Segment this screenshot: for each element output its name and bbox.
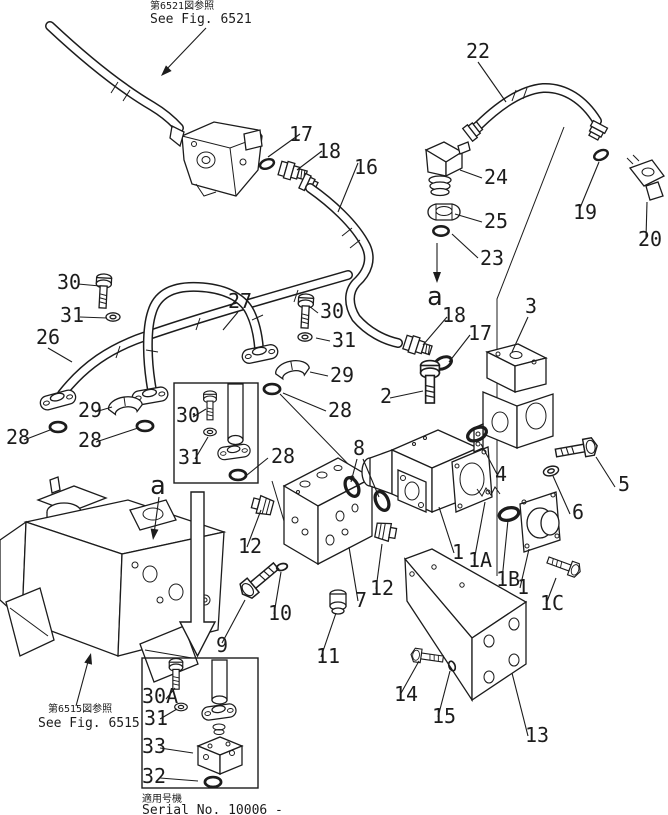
nut-25: [427, 203, 461, 221]
label-25: 25: [484, 209, 508, 233]
label-29-mid: 29: [330, 363, 354, 387]
label-11: 11: [316, 644, 340, 668]
label-6: 6: [572, 500, 584, 524]
block-33: [196, 736, 244, 775]
label-26: 26: [36, 325, 60, 349]
label-30-left: 30: [57, 270, 81, 294]
label-1C: 1C: [540, 591, 564, 615]
label-4: 4: [495, 462, 507, 486]
label-31-left: 31: [60, 303, 84, 327]
label-31-mid: 31: [332, 328, 356, 352]
reference-texts: 第6521図参照 See Fig. 6521 第6515図参照 See Fig.…: [38, 0, 283, 815]
label-14: 14: [394, 682, 418, 706]
hose-26: [38, 270, 353, 434]
letter-a-upper: a: [427, 282, 443, 312]
hose-16-and-fittings: [257, 156, 455, 374]
label-30-box: 30: [176, 403, 200, 427]
valve-block-3: [419, 343, 600, 479]
elbow-fitting-24: [424, 141, 471, 197]
label-8: 8: [353, 436, 365, 460]
manifold-block-7: [235, 457, 398, 615]
detail-pointer-arrow: [178, 491, 217, 658]
label-30-mid: 30: [320, 299, 344, 323]
swing-machinery-body: [0, 476, 227, 707]
label-12-left: 12: [238, 534, 262, 558]
label-12-right: 12: [370, 576, 394, 600]
hose-from-fig-6521: [45, 21, 207, 133]
elbow-fitting-20: [626, 154, 665, 201]
label-2: 2: [380, 384, 392, 408]
label-18-upper: 18: [317, 139, 341, 163]
leader-lines: [23, 61, 648, 782]
label-1B: 1B: [496, 567, 520, 591]
label-17-lower: 17: [468, 321, 492, 345]
label-1A: 1A: [468, 548, 492, 572]
serial-note-en: Serial No. 10006 -: [142, 803, 283, 815]
label-28-mid: 28: [328, 398, 352, 422]
label-24: 24: [484, 165, 508, 189]
label-3: 3: [525, 294, 537, 318]
label-16: 16: [354, 155, 378, 179]
label-5: 5: [618, 472, 630, 496]
swivel-motor-block: [169, 121, 263, 197]
label-23: 23: [480, 246, 504, 270]
plug-11: [329, 589, 347, 615]
clamp-detail-inset-box: [173, 382, 259, 484]
fig-6521-reference-jp: 第6521図参照: [150, 0, 214, 12]
label-20: 20: [638, 227, 662, 251]
pump-cover-1: [519, 491, 561, 553]
label-9: 9: [216, 633, 228, 657]
label-28-box: 28: [271, 444, 295, 468]
label-17-upper: 17: [289, 122, 313, 146]
label-31-bottom: 31: [144, 706, 168, 730]
label-32: 32: [142, 764, 166, 788]
label-15: 15: [432, 704, 456, 728]
label-28-far-left: 28: [6, 425, 30, 449]
label-7: 7: [355, 588, 367, 612]
bracket-13: [403, 548, 528, 703]
label-33: 33: [142, 734, 166, 758]
letter-a-lower: a: [150, 471, 166, 501]
label-1-pump: 1: [452, 540, 464, 564]
label-30A: 30A: [142, 684, 178, 708]
serial-note-jp: 適用号機: [142, 792, 182, 805]
label-28-left: 28: [78, 428, 102, 452]
pump-assembly-1: [361, 429, 584, 580]
hose-27: [94, 272, 315, 433]
label-18-lower: 18: [442, 303, 466, 327]
serial-detail-box: [141, 657, 259, 789]
fig-6515-reference-jp: 第6515図参照: [48, 702, 112, 715]
hose-22-assembly: [424, 82, 665, 283]
label-22: 22: [466, 39, 490, 63]
fig-6521-reference-en: See Fig. 6521: [150, 12, 252, 27]
label-29-left: 29: [78, 398, 102, 422]
label-1-cover: 1: [517, 575, 529, 599]
label-31-box: 31: [178, 445, 202, 469]
section-boundary-lines: [271, 126, 565, 576]
label-13: 13: [525, 723, 549, 747]
fig-6515-reference-en: See Fig. 6515: [38, 716, 140, 731]
label-27: 27: [228, 289, 252, 313]
label-10: 10: [268, 601, 292, 625]
label-19: 19: [573, 200, 597, 224]
